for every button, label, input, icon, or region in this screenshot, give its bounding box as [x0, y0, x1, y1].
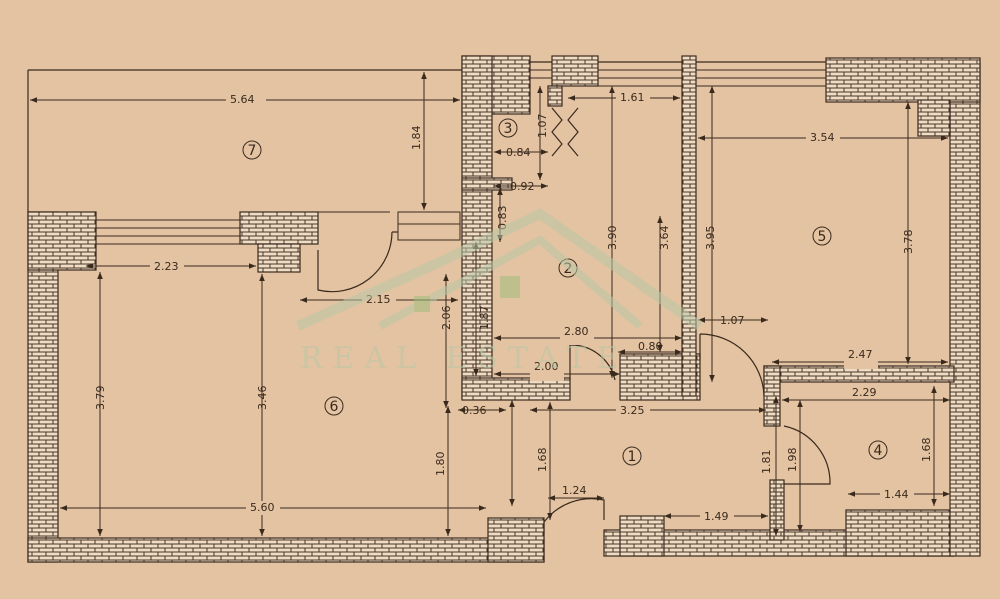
dim-325: 3.25: [620, 404, 645, 417]
dim-168a: 1.68: [536, 448, 549, 473]
dim-180: 1.80: [434, 452, 447, 477]
dim-223: 2.23: [154, 260, 179, 273]
room-1-label: 1: [628, 449, 637, 465]
dim-229: 2.29: [852, 386, 877, 399]
watermark-text: REAL ESTATE: [300, 341, 628, 376]
dim-083: 0.83: [496, 206, 509, 231]
walls: [27, 55, 981, 563]
dim-198: 1.98: [786, 448, 799, 473]
dim-149: 1.49: [704, 510, 729, 523]
dim-200: 2.00: [534, 360, 559, 373]
dim-184: 1.84: [410, 126, 423, 151]
dim-181: 1.81: [760, 450, 773, 475]
dim-280: 2.80: [564, 325, 589, 338]
dim-378: 3.78: [902, 230, 915, 255]
dim-107b: 1.07: [720, 314, 745, 327]
dim-354: 3.54: [810, 131, 835, 144]
dimension-labels: 5.64 1.84 1.61 1.07 0.84 0.92 0.83 3.90 …: [94, 91, 933, 523]
dim-092: 0.92: [510, 180, 535, 193]
dim-187: 1.87: [478, 306, 491, 331]
room-4-label: 4: [874, 443, 883, 459]
dim-564: 5.64: [230, 93, 255, 106]
dim-379: 3.79: [94, 386, 107, 411]
watermark-logo: REAL ESTATE: [295, 208, 703, 376]
room-6-label: 6: [330, 399, 339, 415]
dim-161: 1.61: [620, 91, 645, 104]
dim-036: 0.36: [462, 404, 487, 417]
dim-346: 3.46: [256, 386, 269, 411]
room-5-label: 5: [818, 229, 827, 245]
dim-206: 2.06: [440, 306, 453, 331]
dim-084: 0.84: [506, 146, 531, 159]
house-roof-icon: [295, 208, 703, 331]
dim-107a: 1.07: [536, 114, 549, 139]
dim-124: 1.24: [562, 484, 587, 497]
room-3-label: 3: [504, 121, 513, 137]
dim-560: 5.60: [250, 501, 275, 514]
room-7-label: 7: [248, 143, 257, 159]
dim-364: 3.64: [658, 226, 671, 251]
dim-168b: 1.68: [920, 438, 933, 463]
dim-144: 1.44: [884, 488, 909, 501]
dim-080: 0.80: [638, 340, 663, 353]
dim-395: 3.95: [704, 226, 717, 251]
dim-390: 3.90: [606, 226, 619, 251]
dim-247: 2.47: [848, 348, 873, 361]
